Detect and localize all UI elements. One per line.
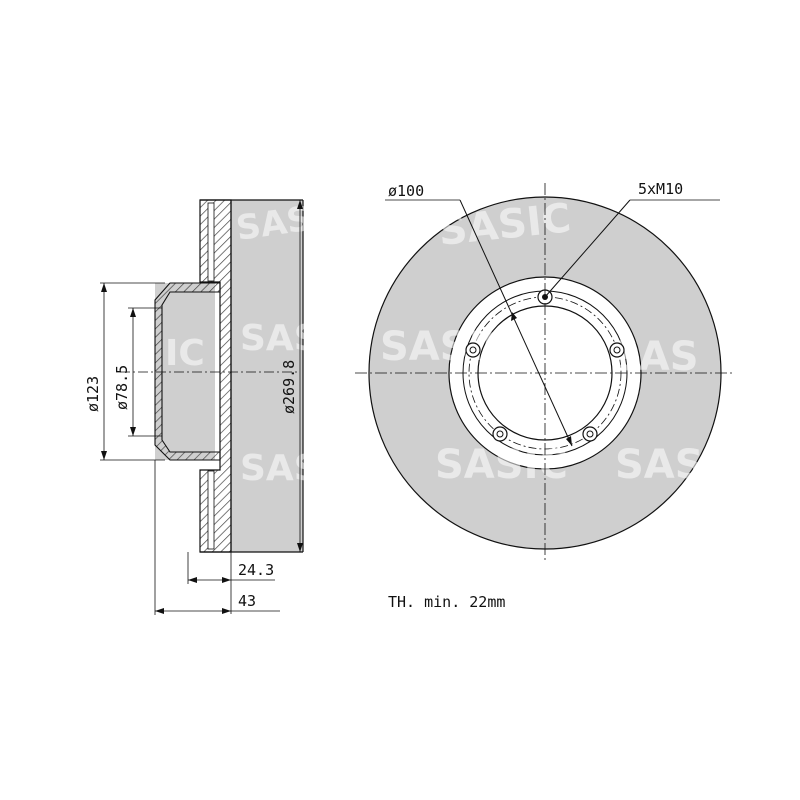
dim-outer-diameter: ø269.8	[280, 200, 303, 552]
dim-total-height-label: 43	[238, 592, 256, 610]
dim-bolt-holes-label: 5xM10	[638, 180, 683, 198]
dim-outer-diameter-label: ø269.8	[280, 360, 298, 414]
side-vent-lower	[207, 470, 215, 550]
svg-text:SAS: SAS	[610, 334, 699, 380]
svg-text:SASIC: SASIC	[380, 324, 513, 370]
svg-text:SAS: SAS	[240, 448, 320, 489]
dim-bolt-circle-label: ø100	[388, 182, 424, 200]
dim-disc-thickness-label: 24.3	[238, 561, 274, 579]
side-hat-section	[154, 282, 221, 461]
dim-bolt-holes: 5xM10	[544, 180, 720, 298]
side-hat	[155, 283, 215, 460]
bolt-hole	[609, 342, 625, 358]
side-view: SAS IC SAS SAS ø123 ø78.5 ø269.8	[84, 199, 320, 615]
dim-bolt-circle: ø100	[385, 182, 573, 447]
bolt-hole	[465, 342, 481, 358]
bolt-hole	[582, 426, 598, 442]
dim-center-bore-label: ø78.5	[113, 365, 131, 410]
svg-text:SAS: SAS	[615, 442, 704, 488]
dim-hub-diameter: ø123	[84, 282, 165, 461]
side-vent	[207, 202, 215, 282]
dim-hub-diameter-label: ø123	[84, 376, 102, 412]
min-thickness-note: TH. min. 22mm	[388, 593, 505, 611]
dim-center-bore: ø78.5	[113, 307, 162, 437]
dim-disc-thickness: 24.3	[187, 552, 275, 614]
svg-text:SASIC: SASIC	[435, 442, 568, 488]
bolt-hole	[492, 426, 508, 442]
svg-text:SAS: SAS	[240, 318, 320, 359]
svg-text:IC: IC	[165, 333, 205, 374]
side-disc-body	[231, 200, 303, 552]
front-view: SASIC SASIC SAS SASIC SAS	[355, 180, 735, 563]
dim-total-height: 43	[154, 460, 280, 615]
